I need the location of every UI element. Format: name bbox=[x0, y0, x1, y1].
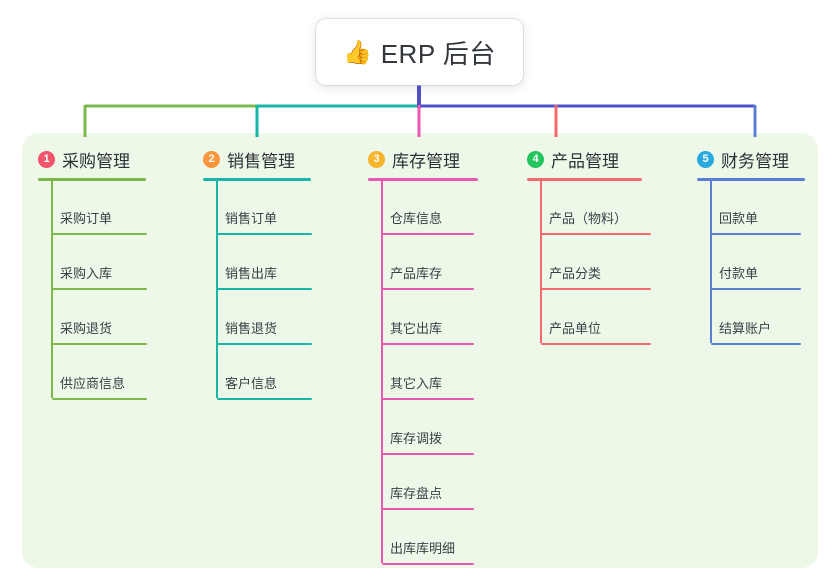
leaf-underline bbox=[541, 343, 651, 345]
leaf-label: 采购入库 bbox=[60, 266, 113, 281]
leaf-underline bbox=[217, 398, 312, 400]
leaf-underline bbox=[711, 288, 801, 290]
branch-number-badge: 5 bbox=[697, 150, 714, 168]
leaf-label: 其它入库 bbox=[390, 376, 443, 391]
branch-header-4[interactable]: 4 产品管理 bbox=[527, 147, 642, 171]
leaf-underline bbox=[382, 398, 474, 400]
leaf-item[interactable]: 销售出库 bbox=[203, 263, 312, 290]
leaf-label: 产品库存 bbox=[390, 266, 443, 281]
branch-header-1[interactable]: 1 采购管理 bbox=[38, 147, 146, 171]
branch-header-3[interactable]: 3 库存管理 bbox=[368, 147, 478, 171]
branch-number-badge: 3 bbox=[368, 150, 385, 168]
leaf-item[interactable]: 客户信息 bbox=[203, 373, 312, 400]
leaf-underline bbox=[382, 343, 474, 345]
leaf-label: 产品分类 bbox=[549, 266, 602, 281]
leaf-label: 仓库信息 bbox=[390, 211, 443, 226]
leaf-label: 回款单 bbox=[719, 211, 759, 226]
leaf-underline bbox=[541, 288, 651, 290]
leaf-underline bbox=[217, 288, 312, 290]
leaf-label: 销售订单 bbox=[225, 211, 278, 226]
branch-underline bbox=[697, 178, 805, 181]
branch-column-5: 5 财务管理回款单付款单结算账户 bbox=[697, 147, 805, 345]
leaf-underline bbox=[711, 343, 801, 345]
leaf-item[interactable]: 采购入库 bbox=[38, 263, 147, 290]
branches-panel bbox=[22, 133, 818, 568]
leaf-underline bbox=[52, 343, 147, 345]
leaf-label: 付款单 bbox=[719, 266, 759, 281]
leaf-underline bbox=[382, 563, 474, 565]
leaf-item[interactable]: 回款单 bbox=[697, 208, 801, 235]
branch-title: 采购管理 bbox=[62, 151, 130, 171]
leaf-item[interactable]: 仓库信息 bbox=[368, 208, 474, 235]
leaf-label: 销售退货 bbox=[225, 321, 278, 336]
leaf-underline bbox=[382, 233, 474, 235]
leaf-label: 库存调拨 bbox=[390, 431, 443, 446]
leaf-underline bbox=[52, 233, 147, 235]
branch-column-2: 2 销售管理销售订单销售出库销售退货客户信息 bbox=[203, 147, 312, 400]
leaf-item[interactable]: 采购退货 bbox=[38, 318, 147, 345]
leaf-item[interactable]: 库存调拨 bbox=[368, 428, 474, 455]
leaf-item[interactable]: 采购订单 bbox=[38, 208, 147, 235]
branch-column-4: 4 产品管理产品（物料） 产品分类产品单位 bbox=[527, 147, 651, 345]
leaf-item[interactable]: 付款单 bbox=[697, 263, 801, 290]
leaf-label: 产品（物料） bbox=[549, 211, 628, 226]
leaf-label: 出库库明细 bbox=[390, 541, 456, 556]
leaf-item[interactable]: 产品分类 bbox=[527, 263, 651, 290]
branch-number-badge: 2 bbox=[203, 150, 220, 168]
leaf-item[interactable]: 结算账户 bbox=[697, 318, 801, 345]
leaf-underline bbox=[382, 508, 474, 510]
leaf-item[interactable]: 销售订单 bbox=[203, 208, 312, 235]
leaf-label: 客户信息 bbox=[225, 376, 278, 391]
branch-title: 产品管理 bbox=[551, 151, 619, 171]
leaf-label: 销售出库 bbox=[225, 266, 278, 281]
leaf-underline bbox=[217, 343, 312, 345]
leaf-label: 产品单位 bbox=[549, 321, 602, 336]
branch-header-2[interactable]: 2 销售管理 bbox=[203, 147, 311, 171]
branch-number-badge: 4 bbox=[527, 150, 544, 168]
leaf-underline bbox=[541, 233, 651, 235]
leaf-underline bbox=[52, 288, 147, 290]
leaf-underline bbox=[711, 233, 801, 235]
leaf-underline bbox=[382, 453, 474, 455]
leaf-item[interactable]: 供应商信息 bbox=[38, 373, 147, 400]
leaf-underline bbox=[217, 233, 312, 235]
leaf-item[interactable]: 其它入库 bbox=[368, 373, 474, 400]
leaf-item[interactable]: 库存盘点 bbox=[368, 483, 474, 510]
branch-column-1: 1 采购管理采购订单采购入库采购退货供应商信息 bbox=[38, 147, 147, 400]
leaf-label: 供应商信息 bbox=[60, 376, 126, 391]
branch-underline bbox=[38, 178, 146, 181]
branch-underline bbox=[368, 178, 478, 181]
leaf-item[interactable]: 出库库明细 bbox=[368, 538, 474, 565]
leaf-label: 采购订单 bbox=[60, 211, 113, 226]
leaf-item[interactable]: 产品单位 bbox=[527, 318, 651, 345]
leaf-underline bbox=[52, 398, 147, 400]
leaf-item[interactable]: 销售退货 bbox=[203, 318, 312, 345]
branch-number-badge: 1 bbox=[38, 150, 55, 168]
branch-title: 销售管理 bbox=[227, 151, 295, 171]
root-title: ERP 后台 bbox=[380, 38, 496, 69]
leaf-label: 库存盘点 bbox=[390, 486, 443, 501]
branch-column-3: 3 库存管理仓库信息产品库存其它出库其它入库库存调拨库存盘点出库库明细 bbox=[368, 147, 478, 565]
thumbs-up-icon: 👍 bbox=[343, 38, 372, 65]
leaf-label: 采购退货 bbox=[60, 321, 113, 336]
leaf-label: 其它出库 bbox=[390, 321, 443, 336]
leaf-item[interactable]: 产品（物料） bbox=[527, 208, 651, 235]
branch-title: 库存管理 bbox=[392, 151, 460, 171]
branch-header-5[interactable]: 5 财务管理 bbox=[697, 147, 805, 171]
leaf-item[interactable]: 其它出库 bbox=[368, 318, 474, 345]
leaf-underline bbox=[382, 288, 474, 290]
branch-underline bbox=[203, 178, 311, 181]
root-node[interactable]: 👍 ERP 后台 bbox=[316, 19, 523, 85]
leaf-label: 结算账户 bbox=[719, 321, 772, 336]
leaf-item[interactable]: 产品库存 bbox=[368, 263, 474, 290]
branch-underline bbox=[527, 178, 642, 181]
branch-title: 财务管理 bbox=[721, 151, 789, 171]
